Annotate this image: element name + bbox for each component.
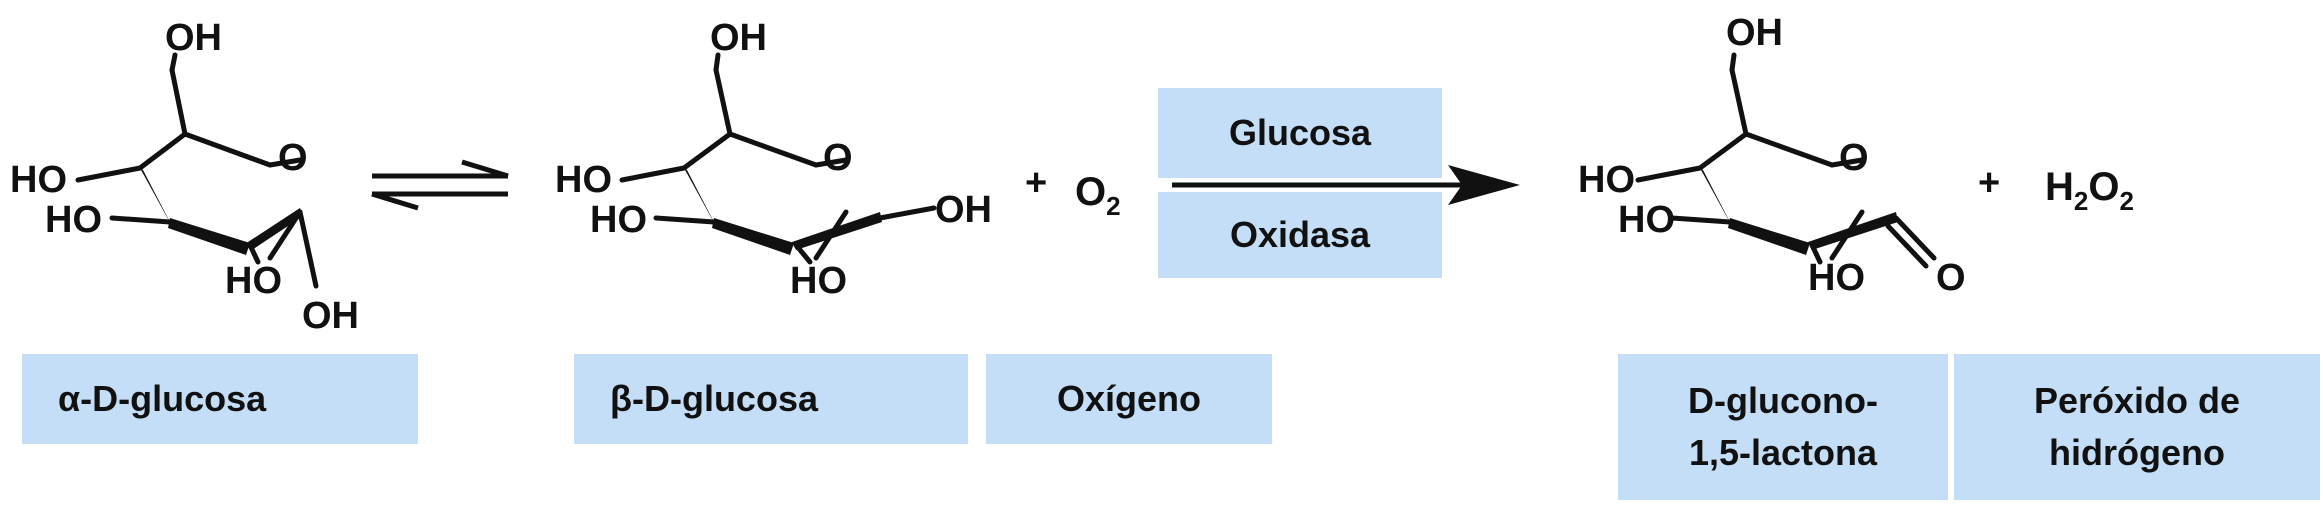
gluconolactone-structure: OH O HO HO HO O	[1578, 12, 1966, 299]
lactone-ho-left2: HO	[1618, 199, 1675, 241]
label-peroxide-line1: Peróxido de	[2033, 379, 2241, 421]
lactone-ho-left: HO	[1578, 159, 1635, 201]
reaction-arrow	[1172, 165, 1520, 205]
beta-oh-top: OH	[710, 17, 767, 59]
alpha-oh-bottom: OH	[302, 295, 359, 337]
beta-ho-left: HO	[555, 159, 612, 201]
label-alpha-text: α-D-glucosa	[58, 378, 267, 419]
alpha-oh-top: OH	[165, 17, 222, 59]
label-gluconolactona: D-glucono- 1,5-lactona	[1618, 354, 1948, 500]
enzyme-line2: Oxidasa	[1229, 213, 1371, 255]
label-oxigeno: Oxígeno	[986, 354, 1272, 444]
enzyme-label-oxidasa: Oxidasa	[1158, 192, 1442, 278]
alpha-ho-bottom: HO	[225, 260, 282, 302]
alpha-ho-left: HO	[10, 159, 67, 201]
label-beta-text: β-D-glucosa	[610, 378, 818, 419]
alpha-ho-left2: HO	[45, 199, 102, 241]
label-beta-d-glucosa: β-D-glucosa	[574, 354, 968, 444]
beta-ho-bottom: HO	[790, 260, 847, 302]
lactone-ho-bottom: HO	[1808, 257, 1865, 299]
beta-ring-o: O	[823, 137, 853, 179]
lactone-oh-top: OH	[1726, 12, 1783, 54]
beta-ho-left2: HO	[590, 199, 647, 241]
plus-sign-1: +	[1025, 162, 1047, 204]
lactone-ring-o: O	[1839, 137, 1869, 179]
oxygen-formula: O2	[1075, 170, 1121, 221]
label-alpha-d-glucosa: α-D-glucosa	[22, 354, 418, 444]
alpha-ring-o: O	[278, 137, 308, 179]
hydrogen-peroxide-formula: H2O2	[2045, 165, 2134, 216]
equilibrium-arrow	[371, 159, 509, 211]
label-peroxide-line2: hidrógeno	[2049, 432, 2225, 473]
label-lactone-line1: D-glucono-	[1688, 379, 1878, 421]
beta-oh-right: OH	[935, 189, 992, 231]
plus-sign-2: +	[1978, 162, 2000, 204]
alpha-glucose-structure: OH O HO HO HO OH	[10, 17, 359, 337]
enzyme-line1: Glucosa	[1228, 111, 1372, 153]
enzyme-label-glucosa: Glucosa	[1158, 88, 1442, 178]
label-peroxido-de-hidrogeno: Peróxido de hidrógeno	[1954, 354, 2320, 500]
label-lactone-line2: 1,5-lactona	[1688, 432, 1878, 473]
lactone-carbonyl-o: O	[1936, 257, 1966, 299]
label-oxygen-text: Oxígeno	[1056, 377, 1202, 419]
beta-glucose-structure: OH O HO HO OH HO	[555, 17, 992, 302]
